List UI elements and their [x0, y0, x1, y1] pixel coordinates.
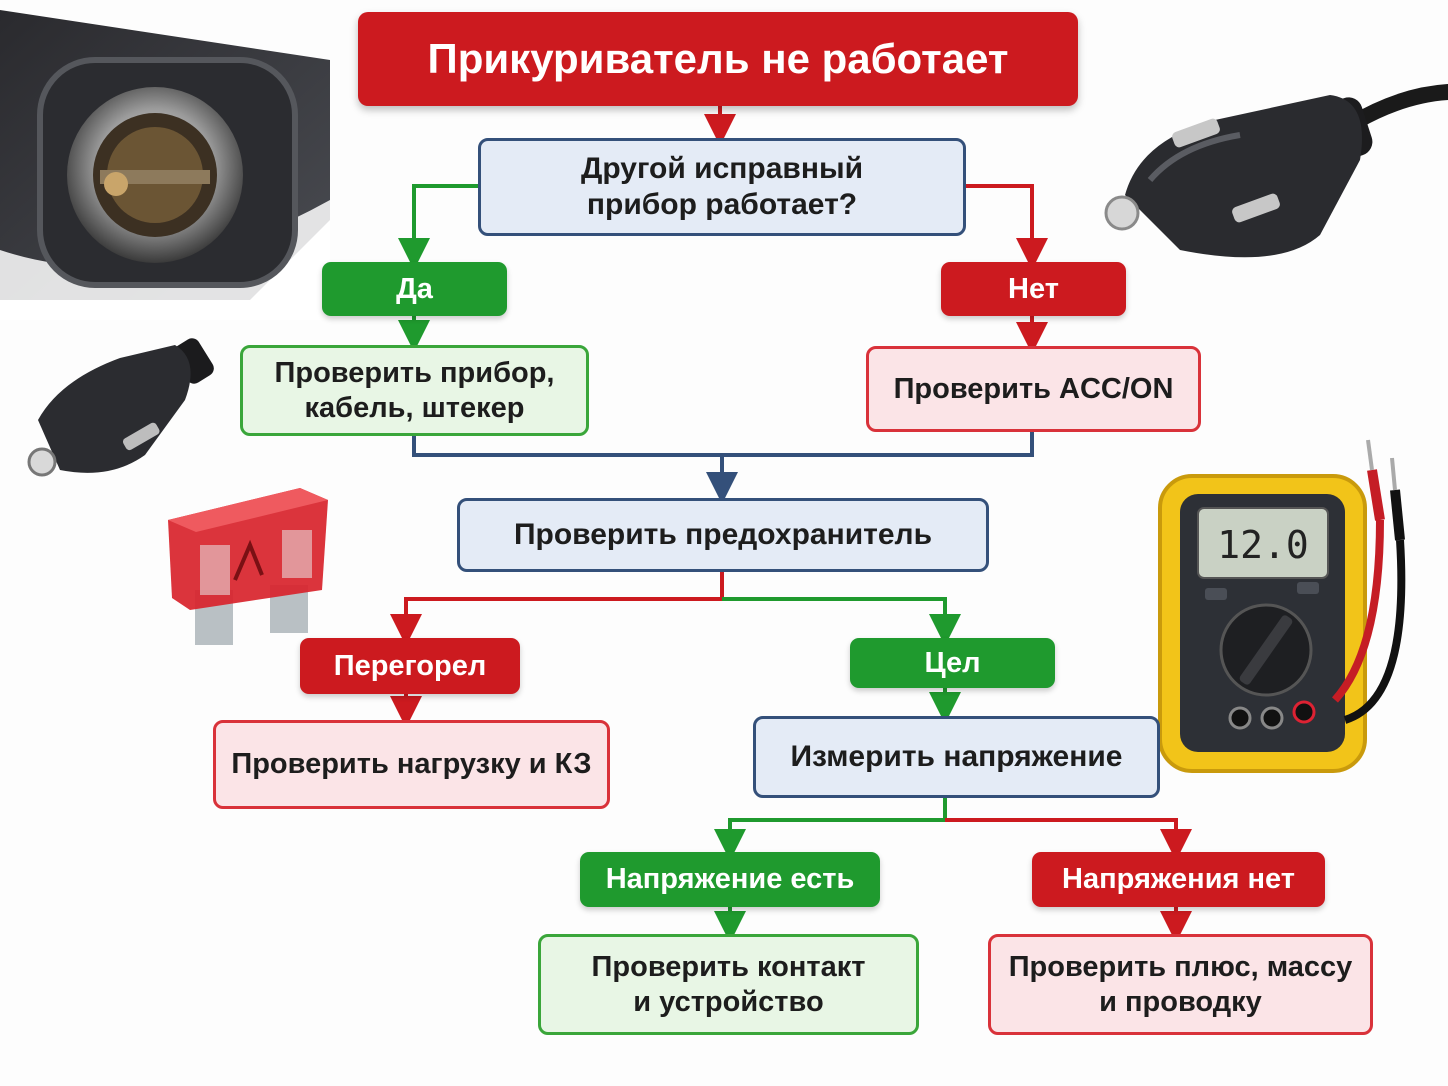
- label-voltage-absent-text: Напряжения нет: [1062, 863, 1295, 896]
- page-title: Прикуриватель не работает: [427, 34, 1009, 82]
- arrow-fuse-blown: [390, 572, 724, 646]
- box-check-fuse: Проверить предохранитель: [457, 498, 989, 572]
- check-load-text: Проверить нагрузку и КЗ: [231, 748, 592, 781]
- box-check-contact: Проверить контакт и устройство: [538, 934, 919, 1035]
- check-device-text: Проверить прибор, кабель, штекер: [274, 356, 555, 424]
- check-contact-text: Проверить контакт и устройство: [591, 950, 866, 1018]
- box-check-wiring: Проверить плюс, массу и проводку: [988, 934, 1373, 1035]
- label-no-text: Нет: [1008, 272, 1059, 305]
- measure-text: Измерить напряжение: [790, 740, 1123, 773]
- box-check-acc: Проверить ACC/ON: [866, 346, 1201, 432]
- label-no: Нет: [941, 262, 1126, 316]
- question-label: Другой исправный прибор работает?: [580, 152, 864, 221]
- label-yes-text: Да: [396, 272, 433, 305]
- question-other-device: Другой исправный прибор работает?: [478, 138, 966, 236]
- label-voltage-absent: Напряжения нет: [1032, 852, 1325, 907]
- check-fuse-text: Проверить предохранитель: [513, 518, 933, 551]
- check-wiring-text: Проверить плюс, массу и проводку: [1008, 950, 1353, 1018]
- check-acc-text: Проверить ACC/ON: [893, 372, 1174, 405]
- label-intact: Цел: [850, 638, 1055, 688]
- label-yes: Да: [322, 262, 507, 316]
- label-intact-text: Цел: [924, 646, 981, 679]
- label-voltage-present: Напряжение есть: [580, 852, 880, 907]
- label-blown-text: Перегорел: [333, 649, 487, 682]
- title-box: Прикуриватель не работает: [358, 12, 1078, 106]
- box-check-device: Проверить прибор, кабель, штекер: [240, 345, 589, 436]
- box-measure-voltage: Измерить напряжение: [753, 716, 1160, 798]
- arrow-q1-yes: [398, 184, 478, 270]
- arrow-fuse-intact: [722, 597, 961, 646]
- arrow-q1-no: [966, 184, 1048, 270]
- arrow-measure-yes: [714, 798, 947, 861]
- arrow-measure-no: [945, 818, 1192, 861]
- box-check-load: Проверить нагрузку и КЗ: [213, 720, 610, 809]
- label-voltage-present-text: Напряжение есть: [605, 863, 855, 896]
- label-blown: Перегорел: [300, 638, 520, 694]
